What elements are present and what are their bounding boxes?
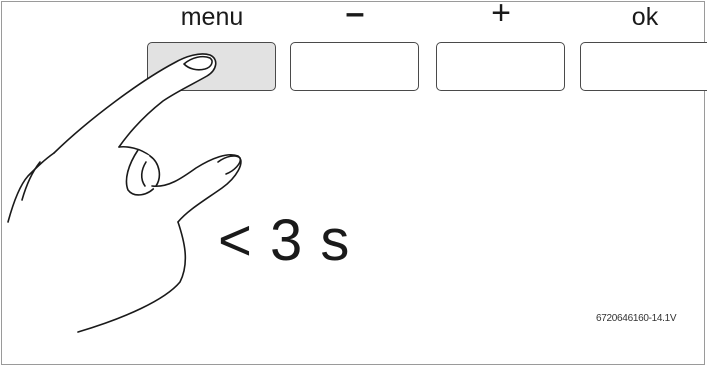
plus-button[interactable] <box>436 42 565 91</box>
plus-key-label: + <box>436 0 566 28</box>
menu-button[interactable] <box>147 42 276 91</box>
menu-key-label: menu <box>147 2 277 32</box>
ok-button[interactable] <box>580 42 707 91</box>
press-duration-text: < 3 s <box>218 206 350 276</box>
ok-key-label: ok <box>580 2 707 32</box>
minus-key-label: – <box>290 0 420 28</box>
drawing-code: 6720646160-14.1V <box>596 313 676 324</box>
minus-button[interactable] <box>290 42 419 91</box>
